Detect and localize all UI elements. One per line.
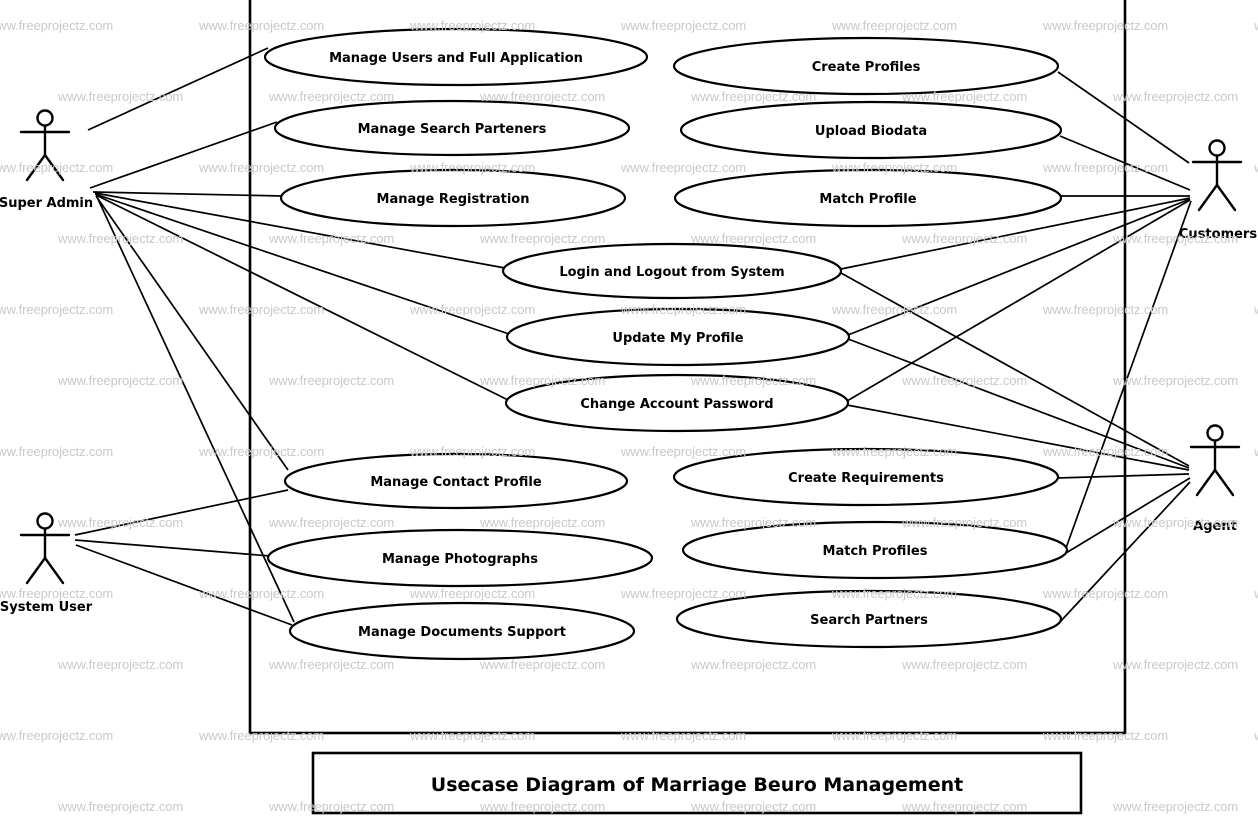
actor-left-leg-icon xyxy=(1197,183,1219,212)
association-line-customers-to-create-profiles xyxy=(1057,71,1190,164)
usecase-update-my-profile[interactable]: Update My Profile xyxy=(505,307,851,367)
actor-label-super-admin: Super Admin xyxy=(0,196,93,211)
usecase-match-profiles[interactable]: Match Profiles xyxy=(681,520,1069,580)
usecase-ellipse-match-profiles[interactable] xyxy=(681,520,1069,580)
association-line-super-admin-to-update-my-profile xyxy=(94,193,510,335)
actor-head-icon xyxy=(36,109,54,127)
usecase-label-match-profiles: Match Profiles xyxy=(823,544,928,559)
usecase-search-partners[interactable]: Search Partners xyxy=(675,589,1063,649)
diagram-title-text: Usecase Diagram of Marriage Beuro Manage… xyxy=(431,774,963,796)
association-line-system-user-to-manage-contact-profile xyxy=(74,489,289,536)
usecase-create-requirements[interactable]: Create Requirements xyxy=(672,447,1060,507)
usecase-label-login-and-logout-from-system: Login and Logout from System xyxy=(559,265,784,280)
usecase-label-create-profiles: Create Profiles xyxy=(812,60,921,75)
usecase-change-account-password[interactable]: Change Account Password xyxy=(504,373,850,433)
association-line-agent-to-change-account-password xyxy=(846,404,1190,471)
system-boundary-group xyxy=(248,0,1127,735)
usecase-ellipse-create-requirements[interactable] xyxy=(672,447,1060,507)
association-lines-group xyxy=(74,47,1192,626)
usecase-label-manage-users-and-full-application: Manage Users and Full Application xyxy=(329,51,583,66)
usecase-manage-users-and-full-application[interactable]: Manage Users and Full Application xyxy=(263,27,649,87)
actor-agent[interactable]: Agent xyxy=(1189,424,1241,535)
actor-right-leg-icon xyxy=(1215,183,1237,212)
usecase-label-manage-documents-support: Manage Documents Support xyxy=(358,625,566,640)
actor-label-system-user: System User xyxy=(0,600,93,615)
actor-right-leg-icon xyxy=(43,153,65,182)
usecase-label-manage-photographs: Manage Photographs xyxy=(382,552,538,567)
usecase-ellipse-search-partners[interactable] xyxy=(675,589,1063,649)
association-line-system-user-to-manage-documents-support xyxy=(75,544,293,626)
association-line-agent-to-match-profiles xyxy=(1065,477,1191,554)
system-boundary-box xyxy=(248,0,1127,735)
usecase-label-upload-biodata: Upload Biodata xyxy=(815,124,927,139)
association-line-super-admin-to-manage-search-parteners xyxy=(89,121,278,189)
actor-super-admin[interactable]: Super Admin xyxy=(0,109,93,212)
usecase-label-create-requirements: Create Requirements xyxy=(788,471,944,486)
association-line-super-admin-to-manage-documents-support xyxy=(96,196,295,623)
usecase-label-search-partners: Search Partners xyxy=(810,613,928,628)
diagram-title-box xyxy=(311,751,1083,815)
actor-label-agent: Agent xyxy=(1193,519,1237,534)
association-line-customers-to-update-my-profile xyxy=(847,198,1191,336)
usecase-label-change-account-password: Change Account Password xyxy=(580,397,773,412)
actor-head-icon xyxy=(1208,139,1226,157)
usecase-manage-documents-support[interactable]: Manage Documents Support xyxy=(288,601,636,661)
usecase-ellipse-login-and-logout-from-system[interactable] xyxy=(501,242,843,300)
usecase-ellipse-upload-biodata[interactable] xyxy=(679,100,1063,160)
association-line-customers-to-login-and-logout-from-system xyxy=(840,197,1191,270)
usecase-manage-contact-profile[interactable]: Manage Contact Profile xyxy=(283,452,629,510)
usecase-ellipse-manage-users-and-full-application[interactable] xyxy=(263,27,649,87)
usecase-ellipse-change-account-password[interactable] xyxy=(504,373,850,433)
usecase-label-match-profile: Match Profile xyxy=(819,192,916,207)
usecase-match-profile[interactable]: Match Profile xyxy=(673,168,1063,228)
usecase-label-manage-registration: Manage Registration xyxy=(377,192,530,207)
actor-right-leg-icon xyxy=(43,556,65,585)
actor-left-leg-icon xyxy=(25,556,47,585)
association-line-system-user-to-manage-photographs xyxy=(74,539,271,557)
usecase-ellipse-manage-contact-profile[interactable] xyxy=(283,452,629,510)
association-line-customers-to-match-profiles xyxy=(1065,200,1192,549)
usecase-ellipses-group: Manage Users and Full ApplicationCreate … xyxy=(263,27,1069,661)
association-line-super-admin-to-login-and-logout-from-system xyxy=(94,192,506,269)
usecase-label-manage-contact-profile: Manage Contact Profile xyxy=(370,475,542,490)
usecase-ellipse-update-my-profile[interactable] xyxy=(505,307,851,367)
usecase-ellipse-match-profile[interactable] xyxy=(673,168,1063,228)
association-line-super-admin-to-manage-contact-profile xyxy=(95,195,289,471)
association-line-agent-to-login-and-logout-from-system xyxy=(840,272,1190,467)
association-line-agent-to-create-requirements xyxy=(1056,473,1190,479)
association-line-super-admin-to-change-account-password xyxy=(95,194,509,401)
actor-head-icon xyxy=(1206,424,1224,442)
usecase-label-update-my-profile: Update My Profile xyxy=(612,331,743,346)
usecase-ellipse-manage-registration[interactable] xyxy=(279,168,627,228)
usecase-ellipse-manage-documents-support[interactable] xyxy=(288,601,636,661)
usecase-manage-search-parteners[interactable]: Manage Search Parteners xyxy=(273,99,631,157)
usecase-upload-biodata[interactable]: Upload Biodata xyxy=(679,100,1063,160)
actor-left-leg-icon xyxy=(25,153,47,182)
association-line-super-admin-to-manage-users-and-full-application xyxy=(87,47,269,131)
usecase-ellipse-manage-search-parteners[interactable] xyxy=(273,99,631,157)
actor-head-icon xyxy=(36,512,54,530)
actor-right-leg-icon xyxy=(1213,468,1235,497)
association-line-super-admin-to-manage-registration xyxy=(92,191,283,197)
actor-customers[interactable]: Customers xyxy=(1179,139,1257,243)
usecase-create-profiles[interactable]: Create Profiles xyxy=(672,36,1060,96)
actor-system-user[interactable]: System User xyxy=(0,512,93,616)
usecase-ellipse-manage-photographs[interactable] xyxy=(266,528,654,588)
usecase-ellipse-create-profiles[interactable] xyxy=(672,36,1060,96)
actor-label-customers: Customers xyxy=(1179,227,1257,242)
diagram-title-group: Usecase Diagram of Marriage Beuro Manage… xyxy=(311,751,1083,815)
usecase-login-and-logout-from-system[interactable]: Login and Logout from System xyxy=(501,242,843,300)
association-line-customers-to-change-account-password xyxy=(846,199,1191,402)
usecase-manage-photographs[interactable]: Manage Photographs xyxy=(266,528,654,588)
actor-left-leg-icon xyxy=(1195,468,1217,497)
usecase-label-manage-search-parteners: Manage Search Parteners xyxy=(358,122,547,137)
usecase-manage-registration[interactable]: Manage Registration xyxy=(279,168,627,228)
association-line-agent-to-update-my-profile xyxy=(847,338,1190,469)
